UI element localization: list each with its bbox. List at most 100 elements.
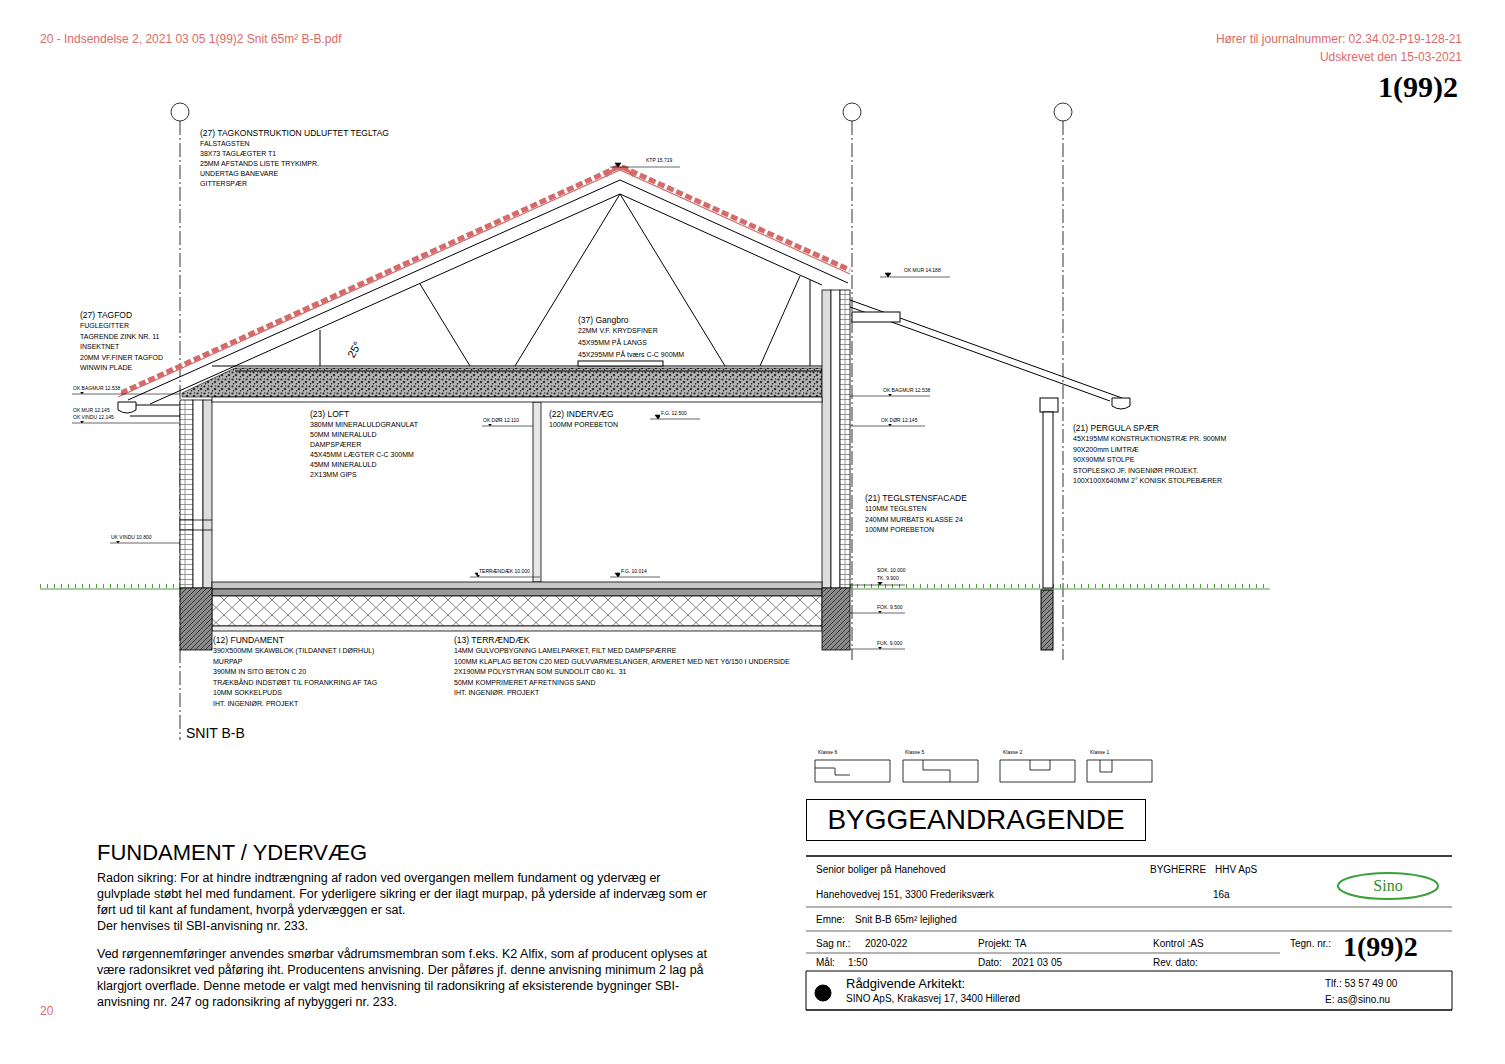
walls (533, 402, 541, 582)
callout-detail: 22MM V.F. KRYDSFINER (578, 327, 658, 335)
level-tag: TERRÆNDÆK 10.000 (478, 569, 531, 575)
callout-detail: 45X45MM LÆGTER C-C 300MM (310, 451, 414, 459)
level-tag: FUK. 9.000 (876, 641, 903, 647)
title-block-text: Senior boliger på Hanehoved (816, 864, 946, 876)
drawing-number: 1(99)2 (1378, 72, 1458, 102)
callout-detail: 45X295MM PÅ tværs C-C 900MM (578, 351, 684, 359)
pergola (852, 312, 900, 322)
level-markers (72, 163, 950, 649)
title-block-lines (806, 855, 1452, 857)
note-text: Radon sikring: For at hindre indtrængnin… (97, 870, 709, 918)
callout-detail: IHT. INGENIØR. PROJEKT (454, 689, 539, 697)
title-block-text: 2020-022 (865, 938, 907, 950)
level-tag: TK. 9.900 (876, 576, 900, 582)
callout-detail: MURPAP (213, 658, 242, 666)
level-markers (72, 394, 180, 395)
level-markers (880, 277, 950, 278)
eave-left (118, 402, 180, 416)
title-block-text: Mål: (816, 957, 835, 969)
eave-left (118, 402, 136, 413)
callout-detail: 100X100X640MM 2° KONISK STOLPEBÆRER (1073, 477, 1222, 485)
class-label: Klasse 5 (905, 750, 924, 756)
callout-detail: 390X500MM SKAWBLOK (TILDANNET I DØRHUL) (213, 647, 374, 655)
title-block-text: 16a (1213, 889, 1230, 901)
sheet-header: Hører til journalnummer: 02.34.02-P19-12… (1216, 32, 1462, 46)
title-block-text: 1:50 (848, 957, 867, 969)
floor-slab (822, 588, 850, 650)
stamp-text: BYGGEANDRAGENDE (827, 804, 1124, 836)
callout-detail: IHT. INGENIØR. PROJEKT (213, 700, 298, 708)
title-block-text: Dato: (978, 957, 1002, 969)
pergola (1043, 412, 1053, 588)
callout-detail: 38X73 TAGLÆGTER T1 (200, 150, 276, 158)
level-tag: KTP 15.719 (645, 158, 673, 164)
title-block-lines (806, 953, 1280, 954)
roof-truss (578, 361, 663, 366)
title-block-lines (806, 856, 1452, 1010)
roof-tiles (118, 166, 850, 397)
grid-axes (1063, 121, 1064, 660)
pergola (1112, 398, 1130, 409)
title-block-text: HHV ApS (1215, 864, 1257, 876)
callout-detail: INSEKTNET (80, 343, 119, 351)
grid-axes (171, 103, 1072, 740)
title-block-text: Hanehovedvej 151, 3300 Frederiksværk (816, 889, 994, 901)
title-block-text: 1(99)2 (1343, 933, 1418, 961)
callout-detail: 100MM POREBETON (549, 421, 618, 429)
level-markers (72, 423, 180, 424)
roof-truss (760, 276, 800, 366)
roof-truss (810, 280, 811, 366)
level-markers (850, 613, 905, 614)
callout-detail: 14MM GULVOPBYGNING LAMELPARKET, FILT MED… (454, 647, 676, 655)
title-block-lines (806, 931, 1452, 932)
level-tag: OK DØR 12.145 (880, 418, 918, 424)
sheet-header: 20 - Indsendelse 2, 2021 03 05 1(99)2 Sn… (40, 32, 342, 46)
roof-truss (128, 180, 848, 404)
title-block-text: E: as@sino.nu (1325, 994, 1390, 1006)
level-markers (470, 577, 540, 578)
walls (840, 290, 850, 588)
class-label: Klasse 1 (1090, 750, 1109, 756)
callout-detail: TAGRENDE ZINK NR. 11 (80, 333, 159, 341)
callout-detail: GITTERSPÆR (200, 180, 247, 188)
level-markers (110, 543, 180, 544)
title-block-text: Tegn. nr.: (1290, 938, 1331, 950)
callout-detail: 50MM KOMPRIMERET AFRETNINGS SAND (454, 679, 595, 687)
title-block-text: Emne: (816, 914, 845, 926)
title-block-lines (806, 970, 1452, 971)
callout-detail: 90X90MM STOLPE (1073, 456, 1134, 464)
class-symbols (1000, 760, 1075, 782)
grid-axes (852, 121, 853, 660)
pergola (850, 300, 1122, 401)
callout-heading: (21) TEGLSTENSFACADE (865, 493, 967, 503)
floor-slab (180, 582, 850, 650)
level-tag: OK BAGMUR 12.538 (882, 388, 931, 394)
callout-heading: (12) FUNDAMENT (213, 635, 284, 645)
title-block-text: 2021 03 05 (1012, 957, 1062, 969)
level-tag: UK VINDU 10.800 (110, 535, 153, 541)
title-block-lines (806, 971, 807, 1010)
grid-axes (1054, 103, 1072, 121)
walls (180, 530, 212, 531)
callout-detail: 100MM POREBETON (865, 526, 934, 534)
class-label: Klasse 2 (1003, 750, 1022, 756)
pergola (1041, 590, 1053, 650)
logo-text: Sino (1373, 876, 1402, 895)
roof-truss (235, 371, 822, 372)
roof-truss (420, 284, 470, 366)
title-block-text: SINO ApS, Krakasvej 17, 3400 Hillerød (846, 993, 1020, 1005)
level-tag: OK MUR 12.145 (72, 408, 111, 414)
pergola (850, 300, 1130, 650)
title-block-text: Projekt: TA (978, 938, 1027, 950)
level-markers (850, 649, 905, 650)
angle-label: 25° (345, 339, 364, 360)
roof-tiles (118, 170, 850, 397)
callout-detail: 50MM MINERALULD (310, 431, 377, 439)
level-tag: OK MUR 14.188 (903, 268, 942, 274)
title-block-text: Rev. dato: (1153, 957, 1198, 969)
callout-detail: 45MM MINERALULD (310, 461, 377, 469)
level-tag: OK VINDU 12.145 (72, 415, 115, 421)
title-block-text: Sag nr.: (816, 938, 850, 950)
title-block-lines (1452, 971, 1453, 1010)
level-markers (615, 163, 621, 167)
